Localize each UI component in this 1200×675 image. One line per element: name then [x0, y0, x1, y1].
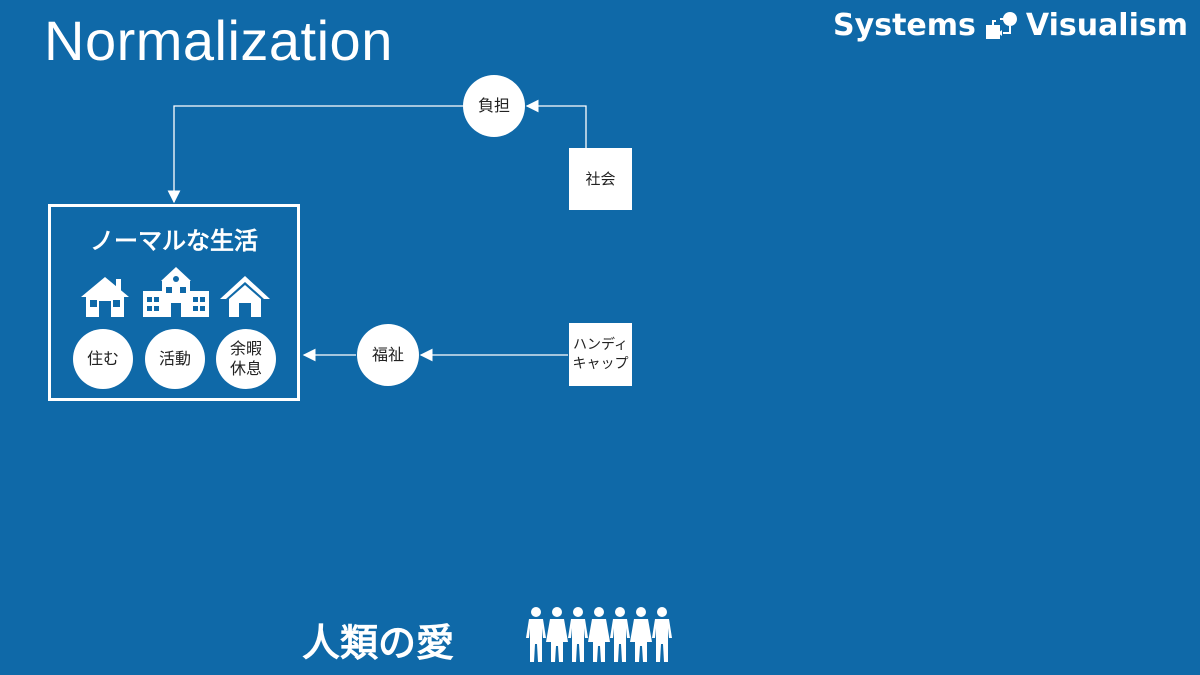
normal-life-box: ノーマルな生活 住む 活動 余暇 休息 — [48, 204, 300, 401]
page-title: Normalization — [44, 9, 393, 72]
burden-node: 負担 — [463, 75, 525, 137]
society-node: 社会 — [569, 148, 632, 210]
brand-text-right: Visualism — [1025, 8, 1188, 43]
normal-life-title: ノーマルな生活 — [90, 227, 258, 255]
school-icon — [143, 267, 209, 317]
home-icon — [220, 276, 270, 317]
footer-text: 人類の愛 — [302, 621, 455, 665]
arrow-burden-to-life — [167, 105, 463, 204]
handicap-node: ハンディ キャップ — [569, 323, 632, 386]
life-item-leisure: 余暇 休息 — [216, 329, 276, 389]
people-group-icon — [526, 607, 672, 662]
life-item-live: 住む — [73, 329, 133, 389]
welfare-node: 福祉 — [357, 324, 419, 386]
brand-logo: Systems Visualism — [833, 8, 1188, 43]
house-icon — [81, 277, 129, 317]
brand-text-left: Systems — [833, 8, 976, 43]
arrow-society-to-burden — [525, 99, 587, 148]
life-item-activity: 活動 — [145, 329, 205, 389]
systems-logo-icon — [985, 11, 1017, 39]
